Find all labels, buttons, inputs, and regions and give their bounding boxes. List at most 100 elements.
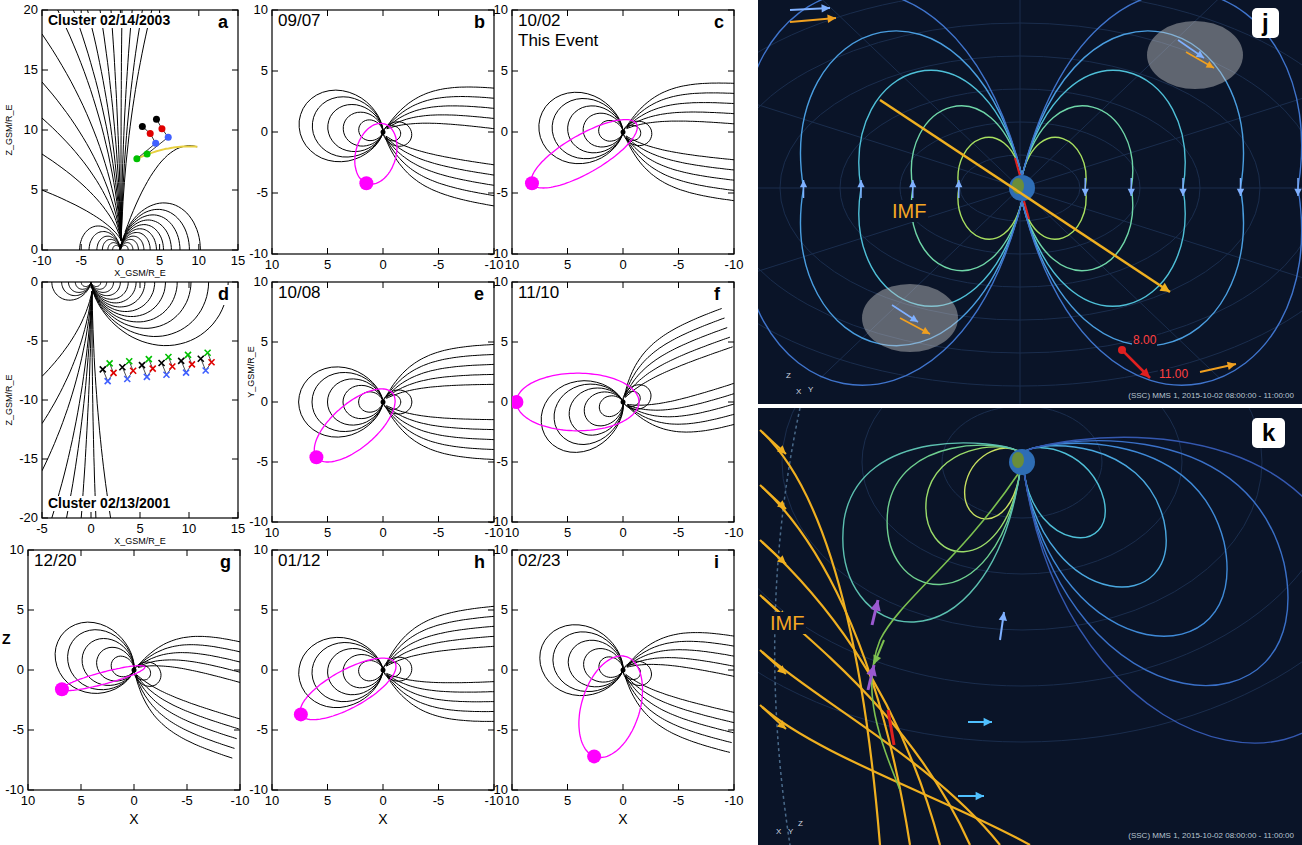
tick-mark bbox=[383, 516, 384, 522]
orbit-path bbox=[516, 373, 639, 431]
field-line bbox=[540, 625, 623, 696]
tick-label: 10 bbox=[494, 3, 508, 17]
plot-frame bbox=[272, 10, 494, 254]
field-line bbox=[887, 445, 1020, 584]
panel-date: 12/20 bbox=[32, 552, 79, 571]
tick-label: 5 bbox=[261, 335, 268, 349]
tick-mark bbox=[238, 10, 239, 16]
tick-mark bbox=[42, 250, 48, 251]
orbit-path bbox=[531, 120, 637, 188]
tick-mark bbox=[512, 342, 518, 343]
tick-mark bbox=[187, 550, 188, 556]
spacecraft-marker bbox=[130, 368, 136, 374]
flow-arrow-head bbox=[870, 600, 880, 612]
earth bbox=[1009, 449, 1035, 475]
tick-label: 10 bbox=[265, 258, 279, 272]
imf-arrow-head bbox=[777, 445, 786, 454]
tick-mark bbox=[512, 522, 518, 523]
tick-mark bbox=[327, 550, 328, 556]
tick-label: -5 bbox=[496, 186, 508, 200]
tick-mark bbox=[728, 193, 734, 194]
imf-arrow bbox=[880, 100, 1170, 292]
tick-label: 0 bbox=[261, 395, 268, 409]
tick-mark bbox=[383, 784, 384, 790]
tick-label: 0 bbox=[130, 794, 137, 808]
panel-letter: f bbox=[712, 285, 722, 305]
field-line bbox=[136, 676, 235, 748]
field-line bbox=[387, 87, 494, 126]
spacecraft-marker bbox=[189, 361, 195, 367]
field-line bbox=[387, 97, 494, 128]
tick-mark bbox=[512, 193, 518, 194]
field-arrow-head bbox=[1196, 51, 1204, 58]
plot-frame bbox=[512, 282, 734, 522]
field-arrow-head bbox=[1128, 189, 1135, 196]
field-line bbox=[386, 626, 494, 665]
tick-label: 0 bbox=[17, 663, 24, 677]
tick-mark bbox=[327, 282, 328, 288]
tick-label: -5 bbox=[181, 794, 193, 808]
field-arrow-head bbox=[984, 718, 992, 726]
tick-mark bbox=[734, 516, 735, 522]
tick-mark bbox=[512, 550, 518, 551]
spacecraft-marker bbox=[105, 378, 111, 384]
tick-mark bbox=[623, 516, 624, 522]
plot-frame bbox=[42, 282, 238, 518]
tick-label: -5 bbox=[256, 186, 268, 200]
spacecraft-dot bbox=[55, 682, 69, 696]
tick-label: -5 bbox=[673, 794, 685, 808]
spacecraft-marker bbox=[203, 368, 209, 374]
tick-mark bbox=[383, 10, 384, 16]
imf-line bbox=[760, 595, 970, 845]
tick-mark bbox=[134, 550, 135, 556]
axis-title: Z_GSM/R_E bbox=[5, 104, 15, 155]
plot-frame bbox=[272, 282, 494, 522]
spacecraft-marker bbox=[165, 354, 171, 360]
panel-letter: e bbox=[472, 285, 486, 305]
panel-art bbox=[758, 0, 1302, 404]
tick-label: 5 bbox=[564, 258, 571, 272]
tick-mark bbox=[234, 550, 240, 551]
field-line bbox=[387, 123, 494, 130]
spacecraft-marker bbox=[133, 155, 140, 162]
tick-mark bbox=[232, 10, 238, 11]
plot-frame bbox=[42, 10, 238, 250]
tick-label: 10 bbox=[182, 522, 196, 536]
tick-mark bbox=[728, 550, 734, 551]
panel-title: Cluster 02/13/2001 bbox=[46, 496, 172, 511]
field-line bbox=[91, 282, 209, 337]
field-line bbox=[42, 291, 92, 423]
tick-mark bbox=[728, 522, 734, 523]
tick-mark bbox=[232, 282, 238, 283]
tick-mark bbox=[728, 670, 734, 671]
field-arrow-head bbox=[1082, 189, 1089, 196]
tick-label: -5 bbox=[433, 794, 445, 808]
field-line bbox=[553, 632, 623, 692]
tick-mark bbox=[438, 516, 439, 522]
tick-mark bbox=[488, 71, 494, 72]
tick-mark bbox=[272, 670, 278, 671]
panel-art bbox=[512, 309, 734, 453]
tick-mark bbox=[240, 784, 241, 790]
spacecraft-dot bbox=[359, 176, 373, 190]
tick-mark bbox=[512, 248, 513, 254]
tick-mark bbox=[728, 254, 734, 255]
tick-mark bbox=[91, 512, 92, 518]
axis-triad-label: X bbox=[796, 388, 801, 397]
earth-dot bbox=[621, 668, 626, 673]
tick-label: 10 bbox=[21, 794, 35, 808]
field-line bbox=[387, 676, 494, 722]
tick-label: 0 bbox=[619, 526, 626, 540]
tick-label: -10 bbox=[19, 393, 38, 407]
field-line bbox=[625, 309, 722, 396]
tick-label: 0 bbox=[501, 125, 508, 139]
field-line bbox=[42, 154, 121, 240]
field-line bbox=[138, 636, 240, 665]
tick-label: 10 bbox=[494, 543, 508, 557]
tick-label: 0 bbox=[31, 275, 38, 289]
field-line bbox=[625, 677, 730, 753]
tick-mark bbox=[728, 610, 734, 611]
field-line bbox=[125, 146, 197, 232]
tick-mark bbox=[488, 550, 494, 551]
field-line bbox=[386, 616, 494, 665]
